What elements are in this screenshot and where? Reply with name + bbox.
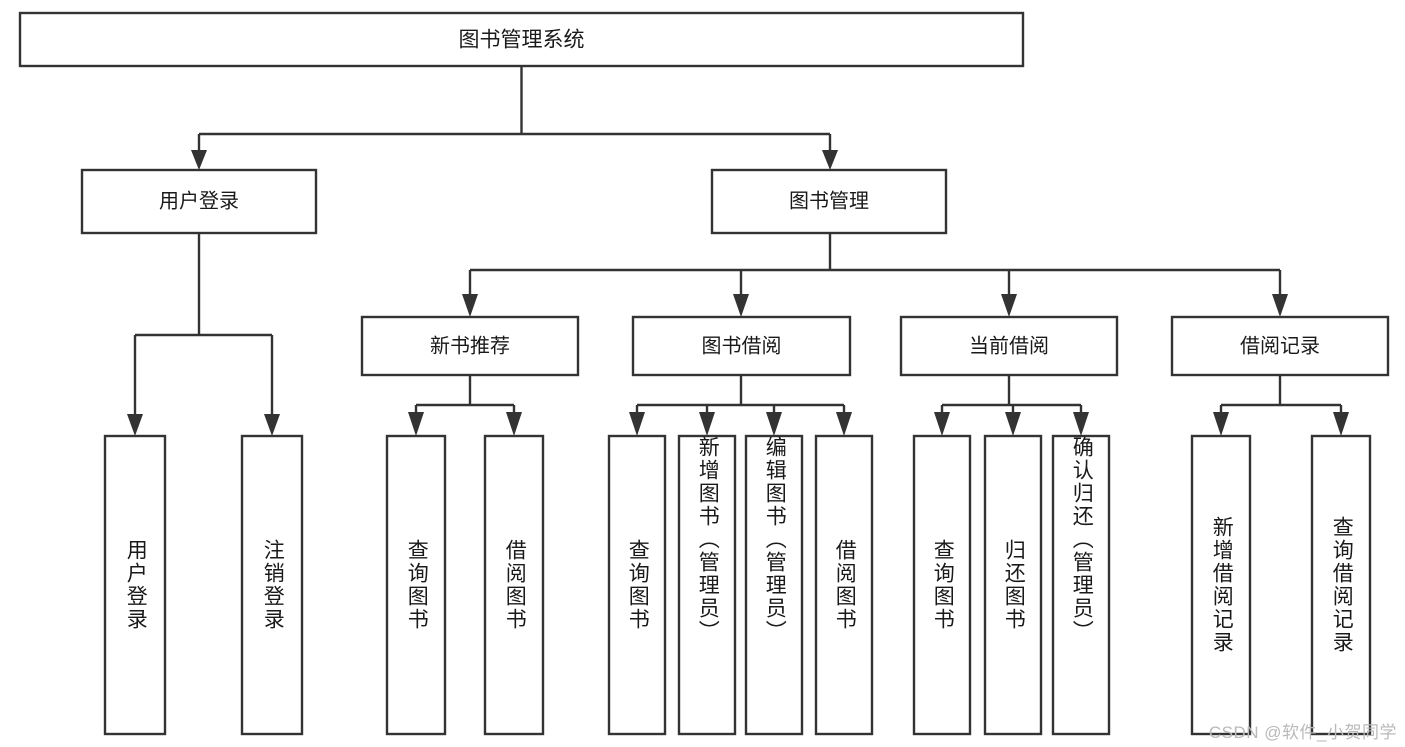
node-label-book-borrow: 图书借阅 (702, 334, 782, 357)
node-layer: 图书管理系统 用户登录 图书管理 新书推荐 图书借阅 当前借阅 借阅记录 (18, 11, 1390, 736)
arrow-head-leaf-confirm-return (1073, 412, 1089, 436)
node-box-leaf-add-book[interactable] (677, 434, 737, 736)
arrow-head-leaf-add-record (1213, 412, 1229, 436)
node-box-root[interactable] (18, 11, 1025, 68)
arrow-head-borrow-record (1272, 294, 1288, 317)
node-box-book-borrow[interactable] (631, 315, 852, 377)
connector-layer (127, 66, 1349, 436)
node-box-borrow-record[interactable] (1170, 315, 1390, 377)
node-box-leaf-borrow-book-2[interactable] (814, 434, 874, 736)
node-label-new-book-rec: 新书推荐 (430, 334, 510, 357)
node-box-leaf-query-book-3[interactable] (912, 434, 972, 736)
node-box-leaf-confirm-return[interactable] (1051, 434, 1111, 736)
arrow-head-leaf-logout (264, 414, 280, 436)
arrow-head-leaf-query-book-2 (629, 412, 645, 436)
node-label-book-mgmt: 图书管理 (789, 189, 869, 212)
node-label-current-borrow: 当前借阅 (969, 334, 1049, 357)
node-box-leaf-borrow-book-1[interactable] (483, 434, 545, 736)
arrow-head-leaf-query-book-1 (408, 412, 424, 436)
node-box-leaf-query-book-2[interactable] (607, 434, 667, 736)
node-label-user-login: 用户登录 (159, 189, 239, 212)
arrow-head-current-borrow (1001, 294, 1017, 317)
arrow-head-leaf-query-book-3 (934, 412, 950, 436)
arrow-head-book-borrow (733, 294, 749, 317)
node-box-leaf-add-record[interactable] (1190, 434, 1252, 736)
arrow-head-leaf-query-record (1333, 412, 1349, 436)
node-label-root: 图书管理系统 (459, 29, 585, 52)
node-box-book-mgmt[interactable] (710, 168, 948, 235)
arrow-head-leaf-user-login (127, 414, 143, 436)
node-box-leaf-query-record[interactable] (1310, 434, 1372, 736)
node-box-current-borrow[interactable] (899, 315, 1119, 377)
node-box-leaf-return-book[interactable] (983, 434, 1043, 736)
arrow-head-leaf-borrow-book-1 (506, 412, 522, 436)
node-box-leaf-edit-book[interactable] (744, 434, 804, 736)
csdn-watermark: CSDN @软件_小贺同学 (1208, 723, 1397, 742)
arrow-head-leaf-return-book (1005, 412, 1021, 436)
node-box-new-book-rec[interactable] (360, 315, 580, 377)
node-label-borrow-record: 借阅记录 (1240, 334, 1320, 357)
node-box-leaf-user-login[interactable] (103, 434, 167, 736)
arrow-head-new-book-rec (462, 294, 478, 317)
node-box-leaf-query-book-1[interactable] (385, 434, 447, 736)
arrow-head-book-mgmt (822, 150, 838, 170)
arrow-head-leaf-edit-book (766, 412, 782, 436)
arrow-head-user-login (191, 150, 207, 170)
node-box-leaf-logout[interactable] (240, 434, 304, 736)
node-box-user-login[interactable] (80, 168, 318, 235)
arrow-head-leaf-add-book (699, 412, 715, 436)
arrow-head-leaf-borrow-book-2 (836, 412, 852, 436)
